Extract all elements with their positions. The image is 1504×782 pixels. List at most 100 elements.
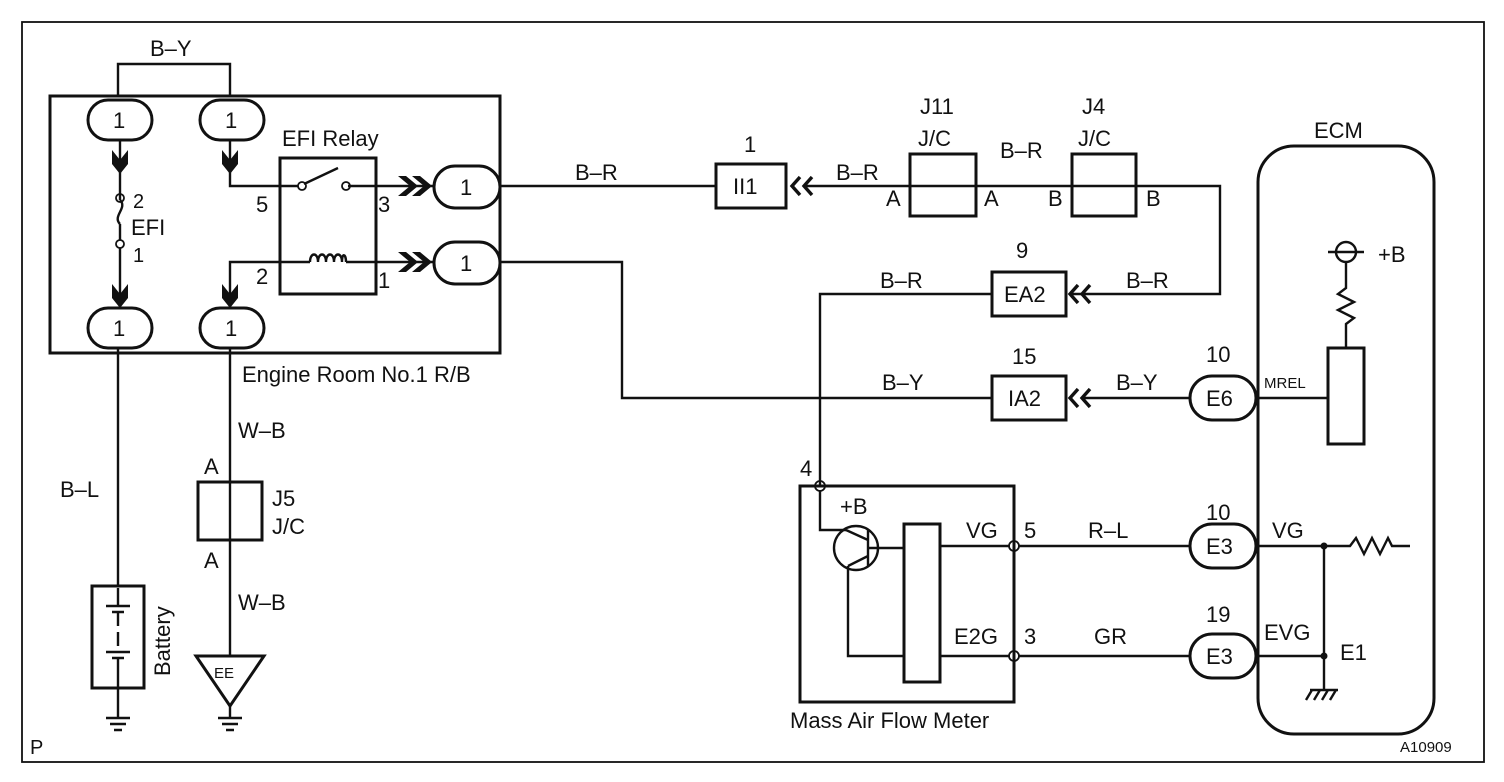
connector-number: 10 <box>1206 342 1230 367</box>
connector-arrow-icon <box>112 150 128 174</box>
junction-jc: J/C <box>1078 126 1111 151</box>
maf-output-wire <box>940 544 1010 658</box>
b-r-wire <box>1072 184 1222 296</box>
relay-pin: 3 <box>378 192 390 217</box>
ii1-connector <box>714 162 788 210</box>
wire-label: R–L <box>1088 518 1128 543</box>
junction-pin: A <box>886 186 901 211</box>
maf-pin3: 3 <box>1024 624 1036 649</box>
ground-icon <box>106 688 130 732</box>
maf-e2g-label: E2G <box>954 624 998 649</box>
maf-supply-wire <box>818 490 846 532</box>
junction-name: J5 <box>272 486 295 511</box>
wire-label: B–R <box>1126 268 1169 293</box>
ecm-evg-label: EVG <box>1264 620 1310 645</box>
relay-switch-blade <box>303 166 339 186</box>
ground-icon <box>1304 688 1338 701</box>
connector-number: 1 <box>744 132 756 157</box>
wire-label: B–R <box>575 160 618 185</box>
fuse-pin: 2 <box>133 191 144 213</box>
b-y-top-wire <box>116 62 232 97</box>
wire-label: B–R <box>836 160 879 185</box>
maf-emitter-wire <box>846 566 904 658</box>
fuse-label: EFI <box>131 215 165 240</box>
junction-pin: B <box>1146 186 1161 211</box>
junction-name: J4 <box>1082 94 1105 119</box>
relay-pin: 1 <box>378 268 390 293</box>
connector-name: EA2 <box>1004 282 1046 307</box>
b-y-wire <box>500 260 992 400</box>
b-r-wire <box>818 292 992 486</box>
connector-arrow-icon <box>398 176 432 196</box>
wire-label: B–L <box>60 477 99 502</box>
junction-dot <box>1320 652 1328 660</box>
efi-relay-label: EFI Relay <box>282 126 379 151</box>
connector-name: IA2 <box>1008 386 1041 411</box>
connector-name: E6 <box>1206 386 1233 411</box>
fuse-terminal <box>115 193 125 203</box>
outer-frame <box>21 21 1485 763</box>
ecm-vg-label: VG <box>1272 518 1304 543</box>
rb-connector <box>198 98 266 142</box>
corner-mark: P <box>30 737 43 759</box>
junction-pin: B <box>1048 186 1063 211</box>
maf-pin5: 5 <box>1024 518 1036 543</box>
maf-vg-label: VG <box>966 518 998 543</box>
junction-pin: A <box>984 186 999 211</box>
relay-coil-symbol <box>308 253 348 263</box>
junction-pin: A <box>204 454 219 479</box>
connector-number: 10 <box>1206 500 1230 525</box>
junction-name: J11 <box>920 94 954 119</box>
wire-label: GR <box>1094 624 1127 649</box>
relay-pin: 5 <box>256 192 268 217</box>
ecm-mrel-driver <box>1326 346 1366 446</box>
connector-arrow-icon <box>222 150 238 174</box>
wire-label: W–B <box>238 590 286 615</box>
ground-ee-triangle <box>193 654 267 709</box>
relay-contact <box>297 181 307 191</box>
connector-name: E3 <box>1206 644 1233 669</box>
wire-label: B–Y <box>150 36 192 61</box>
connector-pin: 1 <box>113 108 125 133</box>
rb-connector <box>198 306 266 350</box>
connector-pin: 1 <box>225 108 237 133</box>
connector-pin: 1 <box>460 175 472 200</box>
wire-label: B–Y <box>1116 370 1158 395</box>
relay-contact <box>341 181 351 191</box>
connector-arrow-icon <box>1067 283 1092 305</box>
efi-relay-box <box>278 156 378 296</box>
connector-arrow-icon <box>398 252 432 272</box>
connector-pin: 1 <box>225 316 237 341</box>
engine-room-rb-label: Engine Room No.1 R/B <box>242 362 471 387</box>
e6-connector <box>1188 374 1258 422</box>
connector-arrow-icon <box>112 284 128 308</box>
maf-sensor-element <box>902 522 942 684</box>
battery-label: Battery <box>150 606 175 676</box>
ground-icon <box>218 706 242 732</box>
connector-name: II1 <box>733 174 757 199</box>
figure-id: A10909 <box>1400 739 1452 756</box>
junction-jc: J/C <box>272 514 305 539</box>
ecm-title: ECM <box>1314 118 1363 143</box>
connector-number: 15 <box>1012 344 1036 369</box>
maf-title: Mass Air Flow Meter <box>790 708 989 733</box>
connector-name: E3 <box>1206 534 1233 559</box>
ecm-e1-label: E1 <box>1340 640 1367 665</box>
fuse-pin: 1 <box>133 245 144 267</box>
junction-jc: J/C <box>918 126 951 151</box>
battery-symbol <box>106 588 130 688</box>
ecm-mrel-label: MREL <box>1264 375 1306 392</box>
connector-arrow-icon <box>222 284 238 308</box>
wire-label: W–B <box>238 418 286 443</box>
ecm-vg-resistor <box>1256 535 1410 557</box>
wire-label: B–R <box>1000 138 1043 163</box>
connector-pin: 1 <box>460 251 472 276</box>
junction-pin: A <box>204 548 219 573</box>
ecm-resistor <box>1335 262 1357 348</box>
wire-label: B–R <box>880 268 923 293</box>
connector-number: 9 <box>1016 238 1028 263</box>
ia2-connector <box>990 374 1068 422</box>
rb-connector <box>86 306 154 350</box>
